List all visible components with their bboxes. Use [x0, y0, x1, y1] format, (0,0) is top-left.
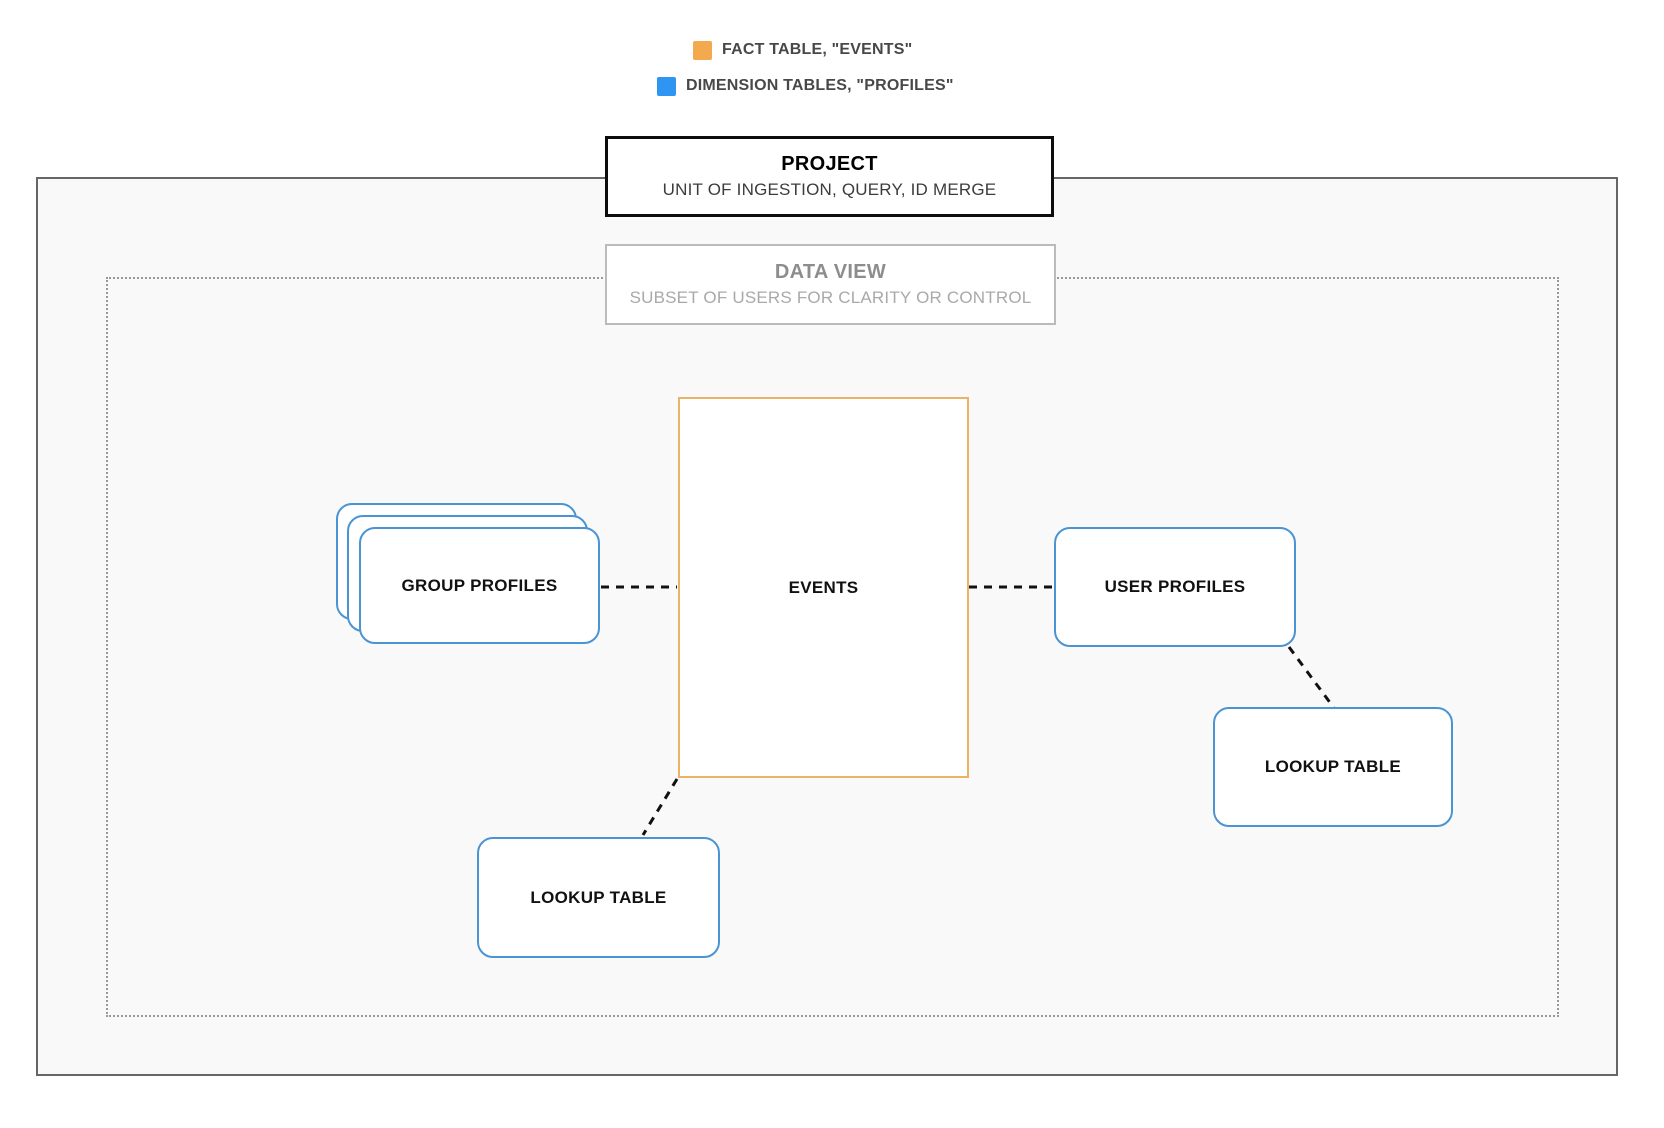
data-view-subtitle: SUBSET OF USERS FOR CLARITY OR CONTROL [629, 288, 1032, 307]
node-events-label: EVENTS [788, 577, 859, 597]
node-lookup-table-right: LOOKUP TABLE [1213, 707, 1453, 827]
dimension-color-swatch-icon [657, 76, 676, 96]
node-lookup-table-bottom: LOOKUP TABLE [477, 837, 720, 958]
data-view-title: DATA VIEW [774, 261, 887, 283]
legend-label-fact-table: FACT TABLE, "EVENTS" [722, 41, 913, 58]
node-user-profiles: USER PROFILES [1054, 527, 1296, 647]
legend-item-dimension-tables: DIMENSION TABLES, "PROFILES" [657, 76, 954, 96]
node-user-profiles-label: USER PROFILES [1104, 577, 1246, 596]
node-lookup-table-right-label: LOOKUP TABLE [1264, 757, 1402, 776]
node-lookup-table-bottom-label: LOOKUP TABLE [530, 887, 667, 907]
project-subtitle: UNIT OF INGESTION, QUERY, ID MERGE [662, 180, 997, 199]
node-events: EVENTS [678, 397, 969, 778]
legend-label-dimension-tables: DIMENSION TABLES, "PROFILES" [686, 77, 954, 94]
legend-item-fact-table: FACT TABLE, "EVENTS" [693, 40, 912, 60]
fact-color-swatch-icon [693, 40, 712, 60]
node-group-profiles: GROUP PROFILES [359, 527, 600, 644]
data-view-title-box: DATA VIEW SUBSET OF USERS FOR CLARITY OR… [605, 244, 1056, 325]
project-title: PROJECT [781, 153, 878, 175]
project-title-box: PROJECT UNIT OF INGESTION, QUERY, ID MER… [605, 136, 1054, 217]
node-group-profiles-label: GROUP PROFILES [401, 575, 558, 595]
